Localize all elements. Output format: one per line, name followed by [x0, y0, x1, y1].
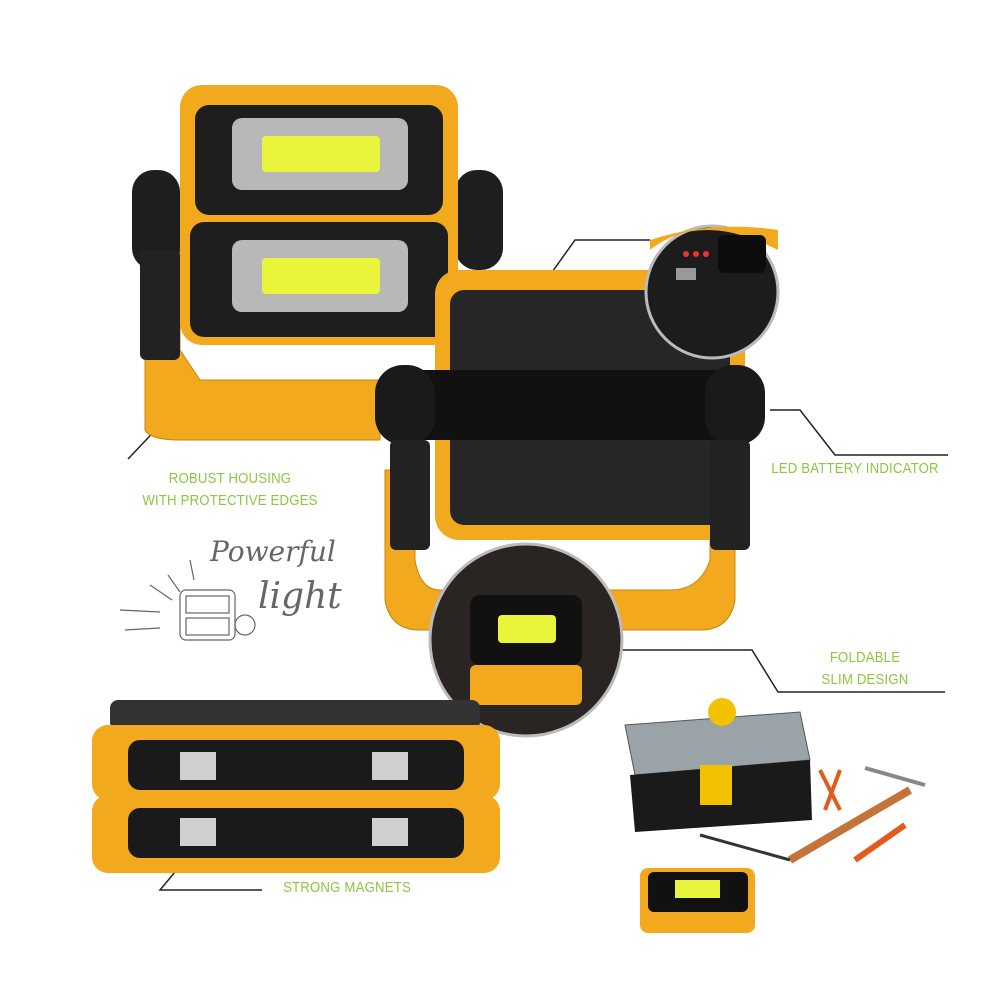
- badge-light: light: [258, 576, 342, 617]
- callout-robust-housing: ROBUST HOUSING WITH PROTECTIVE EDGES: [124, 468, 335, 512]
- magnet: [372, 752, 408, 780]
- callout-line-foldable: [620, 649, 945, 693]
- cob-led-top: [262, 136, 380, 172]
- lamp-sketch-icon: [119, 559, 256, 641]
- back-lamp: [375, 270, 765, 631]
- callout-line-led-top: [544, 239, 650, 283]
- callout-text: LED BATTERY INDICATOR: [771, 460, 939, 477]
- callout-led-battery: LED BATTERY INDICATOR: [763, 458, 948, 480]
- callout-foldable: FOLDABLE SLIM DESIGN: [799, 647, 931, 691]
- callout-text: FOLDABLE: [829, 649, 901, 666]
- callout-text: ROBUST HOUSING: [168, 470, 292, 487]
- callout-line-led: [770, 409, 948, 456]
- magnet: [180, 818, 216, 846]
- led-indicator-closeup: [644, 224, 780, 360]
- callout-text: SLIM DESIGN: [821, 671, 909, 688]
- magnets-stack: [92, 700, 500, 873]
- toolbox-scene: [624, 698, 926, 933]
- foldable-closeup: [428, 542, 624, 738]
- callout-strong-magnets: STRONG MAGNETS: [272, 877, 422, 899]
- magnet: [372, 818, 408, 846]
- cob-led-bottom: [262, 258, 380, 294]
- callout-text: STRONG MAGNETS: [283, 879, 411, 896]
- front-lamp: [132, 85, 503, 441]
- badge-powerful: Powerful: [210, 535, 336, 568]
- magnet: [180, 752, 216, 780]
- callout-text: WITH PROTECTIVE EDGES: [142, 492, 318, 509]
